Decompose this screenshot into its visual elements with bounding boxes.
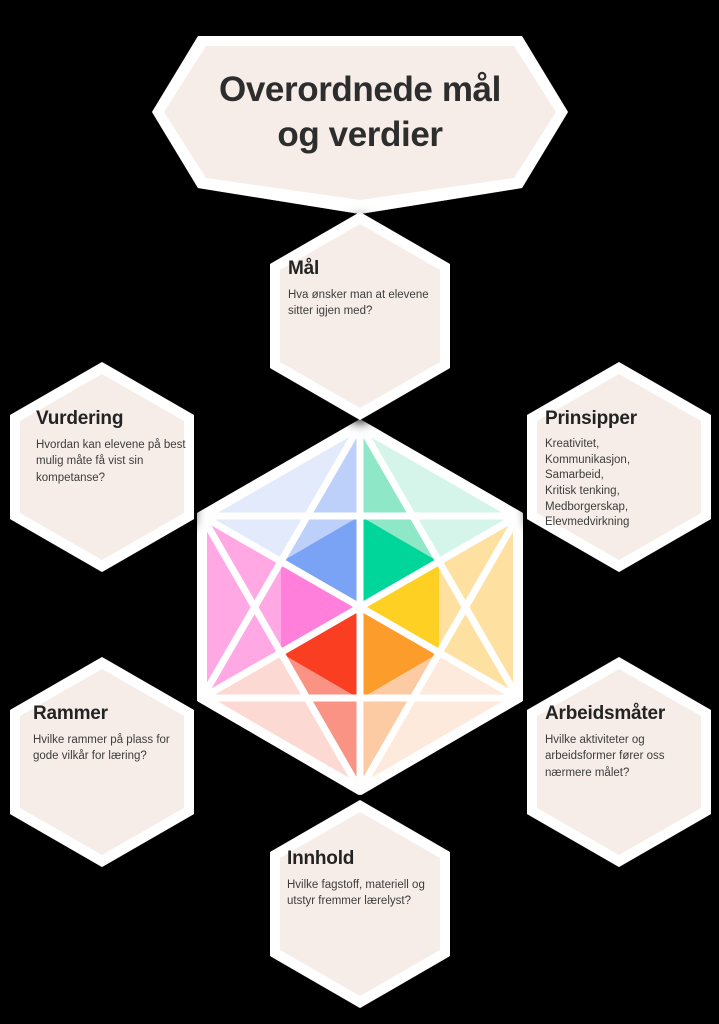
banner-title-line-2: og verdier bbox=[277, 114, 443, 154]
node-prinsipper-body: Kreativitet, Kommunikasjon, Samarbeid, K… bbox=[545, 438, 631, 529]
node-mal-text: Mål Hva ønsker man at elevene sitter igj… bbox=[288, 258, 438, 320]
node-vurdering-body: Hvordan kan elevene på best mulig måte f… bbox=[36, 439, 186, 484]
star-separator-lines bbox=[202, 425, 518, 790]
node-innhold-text: Innhold Hvilke fagstoff, materiell og ut… bbox=[287, 848, 442, 910]
hexagon-rammer[interactable] bbox=[10, 657, 194, 867]
node-prinsipper-title: Prinsipper bbox=[545, 408, 637, 429]
node-rammer-text: Rammer Hvilke rammer på plass for gode v… bbox=[33, 703, 185, 765]
node-mal-title: Mål bbox=[288, 258, 320, 279]
hexagon-vurdering[interactable] bbox=[10, 362, 194, 572]
node-vurdering-title: Vurdering bbox=[36, 408, 124, 429]
node-prinsipper-text: Prinsipper Kreativitet, Kommunikasjon, S… bbox=[545, 408, 700, 531]
node-rammer-title: Rammer bbox=[33, 703, 108, 724]
banner-hexagon[interactable] bbox=[152, 36, 568, 214]
node-mal-body: Hva ønsker man at elevene sitter igjen m… bbox=[288, 289, 429, 318]
banner-title-line-1: Overordnede mål bbox=[219, 69, 501, 109]
node-innhold-title: Innhold bbox=[287, 848, 355, 869]
hexagon-prinsipper[interactable] bbox=[527, 362, 711, 572]
hexagon-arbeidsmater[interactable] bbox=[527, 657, 711, 867]
banner-title: Overordnede mål og verdier bbox=[150, 55, 570, 170]
node-rammer-body: Hvilke rammer på plass for gode vilkår f… bbox=[33, 734, 170, 763]
node-vurdering-text: Vurdering Hvordan kan elevene på best mu… bbox=[36, 408, 188, 486]
hexagon-mal[interactable] bbox=[270, 212, 450, 420]
center-color-hexagon bbox=[197, 419, 523, 795]
node-innhold-body: Hvilke fagstoff, materiell og utstyr fre… bbox=[287, 879, 425, 908]
hexagon-innhold[interactable] bbox=[270, 800, 450, 1008]
node-arbeidsmater-title: Arbeidsmåter bbox=[545, 703, 666, 724]
node-arbeidsmater-body: Hvilke aktiviteter og arbeidsformer føre… bbox=[545, 734, 665, 779]
node-arbeidsmater-text: Arbeidsmåter Hvilke aktiviteter og arbei… bbox=[545, 703, 700, 781]
